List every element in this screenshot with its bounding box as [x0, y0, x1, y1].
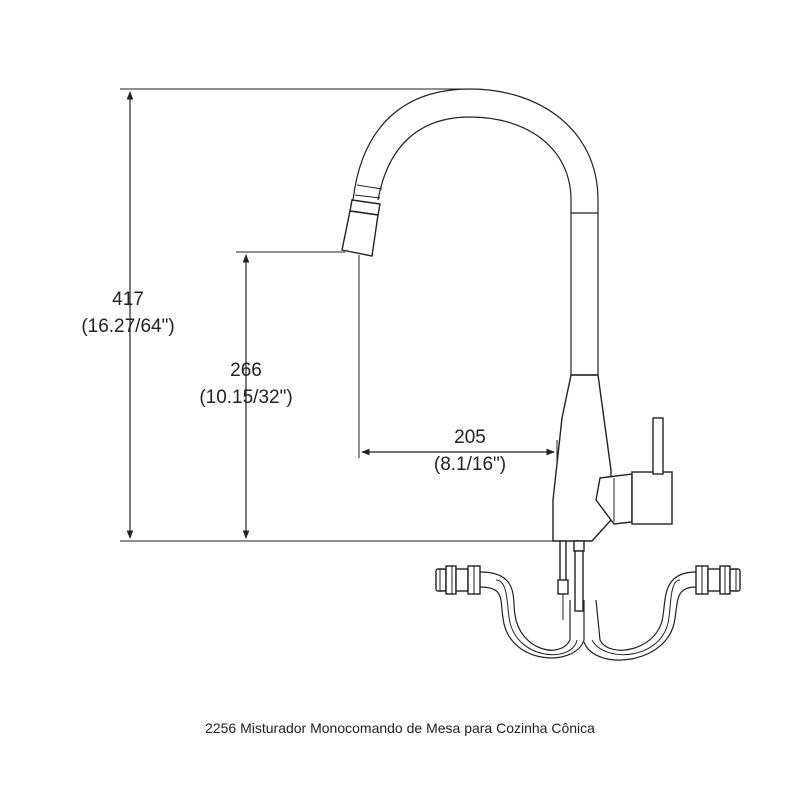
- dim-reach-mm: 205: [454, 427, 486, 448]
- faucet-conical-body: [552, 374, 612, 542]
- flexible-hoses: [479, 571, 697, 661]
- dim-total-height-inch: (16.27/64"): [81, 316, 174, 337]
- dim-spout-height-inch: (10.15/32"): [199, 387, 292, 408]
- mixer-lever-handle: [595, 417, 673, 525]
- left-hose-fitting: [435, 565, 481, 595]
- right-hose-fitting: [695, 565, 741, 595]
- faucet-spout: [352, 88, 599, 375]
- mounting-shank: [557, 540, 585, 620]
- dim-total-height-mm: 417: [112, 289, 144, 310]
- dim-spout-height-mm: 266: [230, 360, 262, 381]
- extension-lines: [120, 88, 590, 542]
- spray-nozzle: [341, 199, 381, 257]
- dim-reach-inch: (8.1/16"): [434, 454, 506, 475]
- product-caption: 2256 Misturador Monocomando de Mesa para…: [205, 720, 595, 736]
